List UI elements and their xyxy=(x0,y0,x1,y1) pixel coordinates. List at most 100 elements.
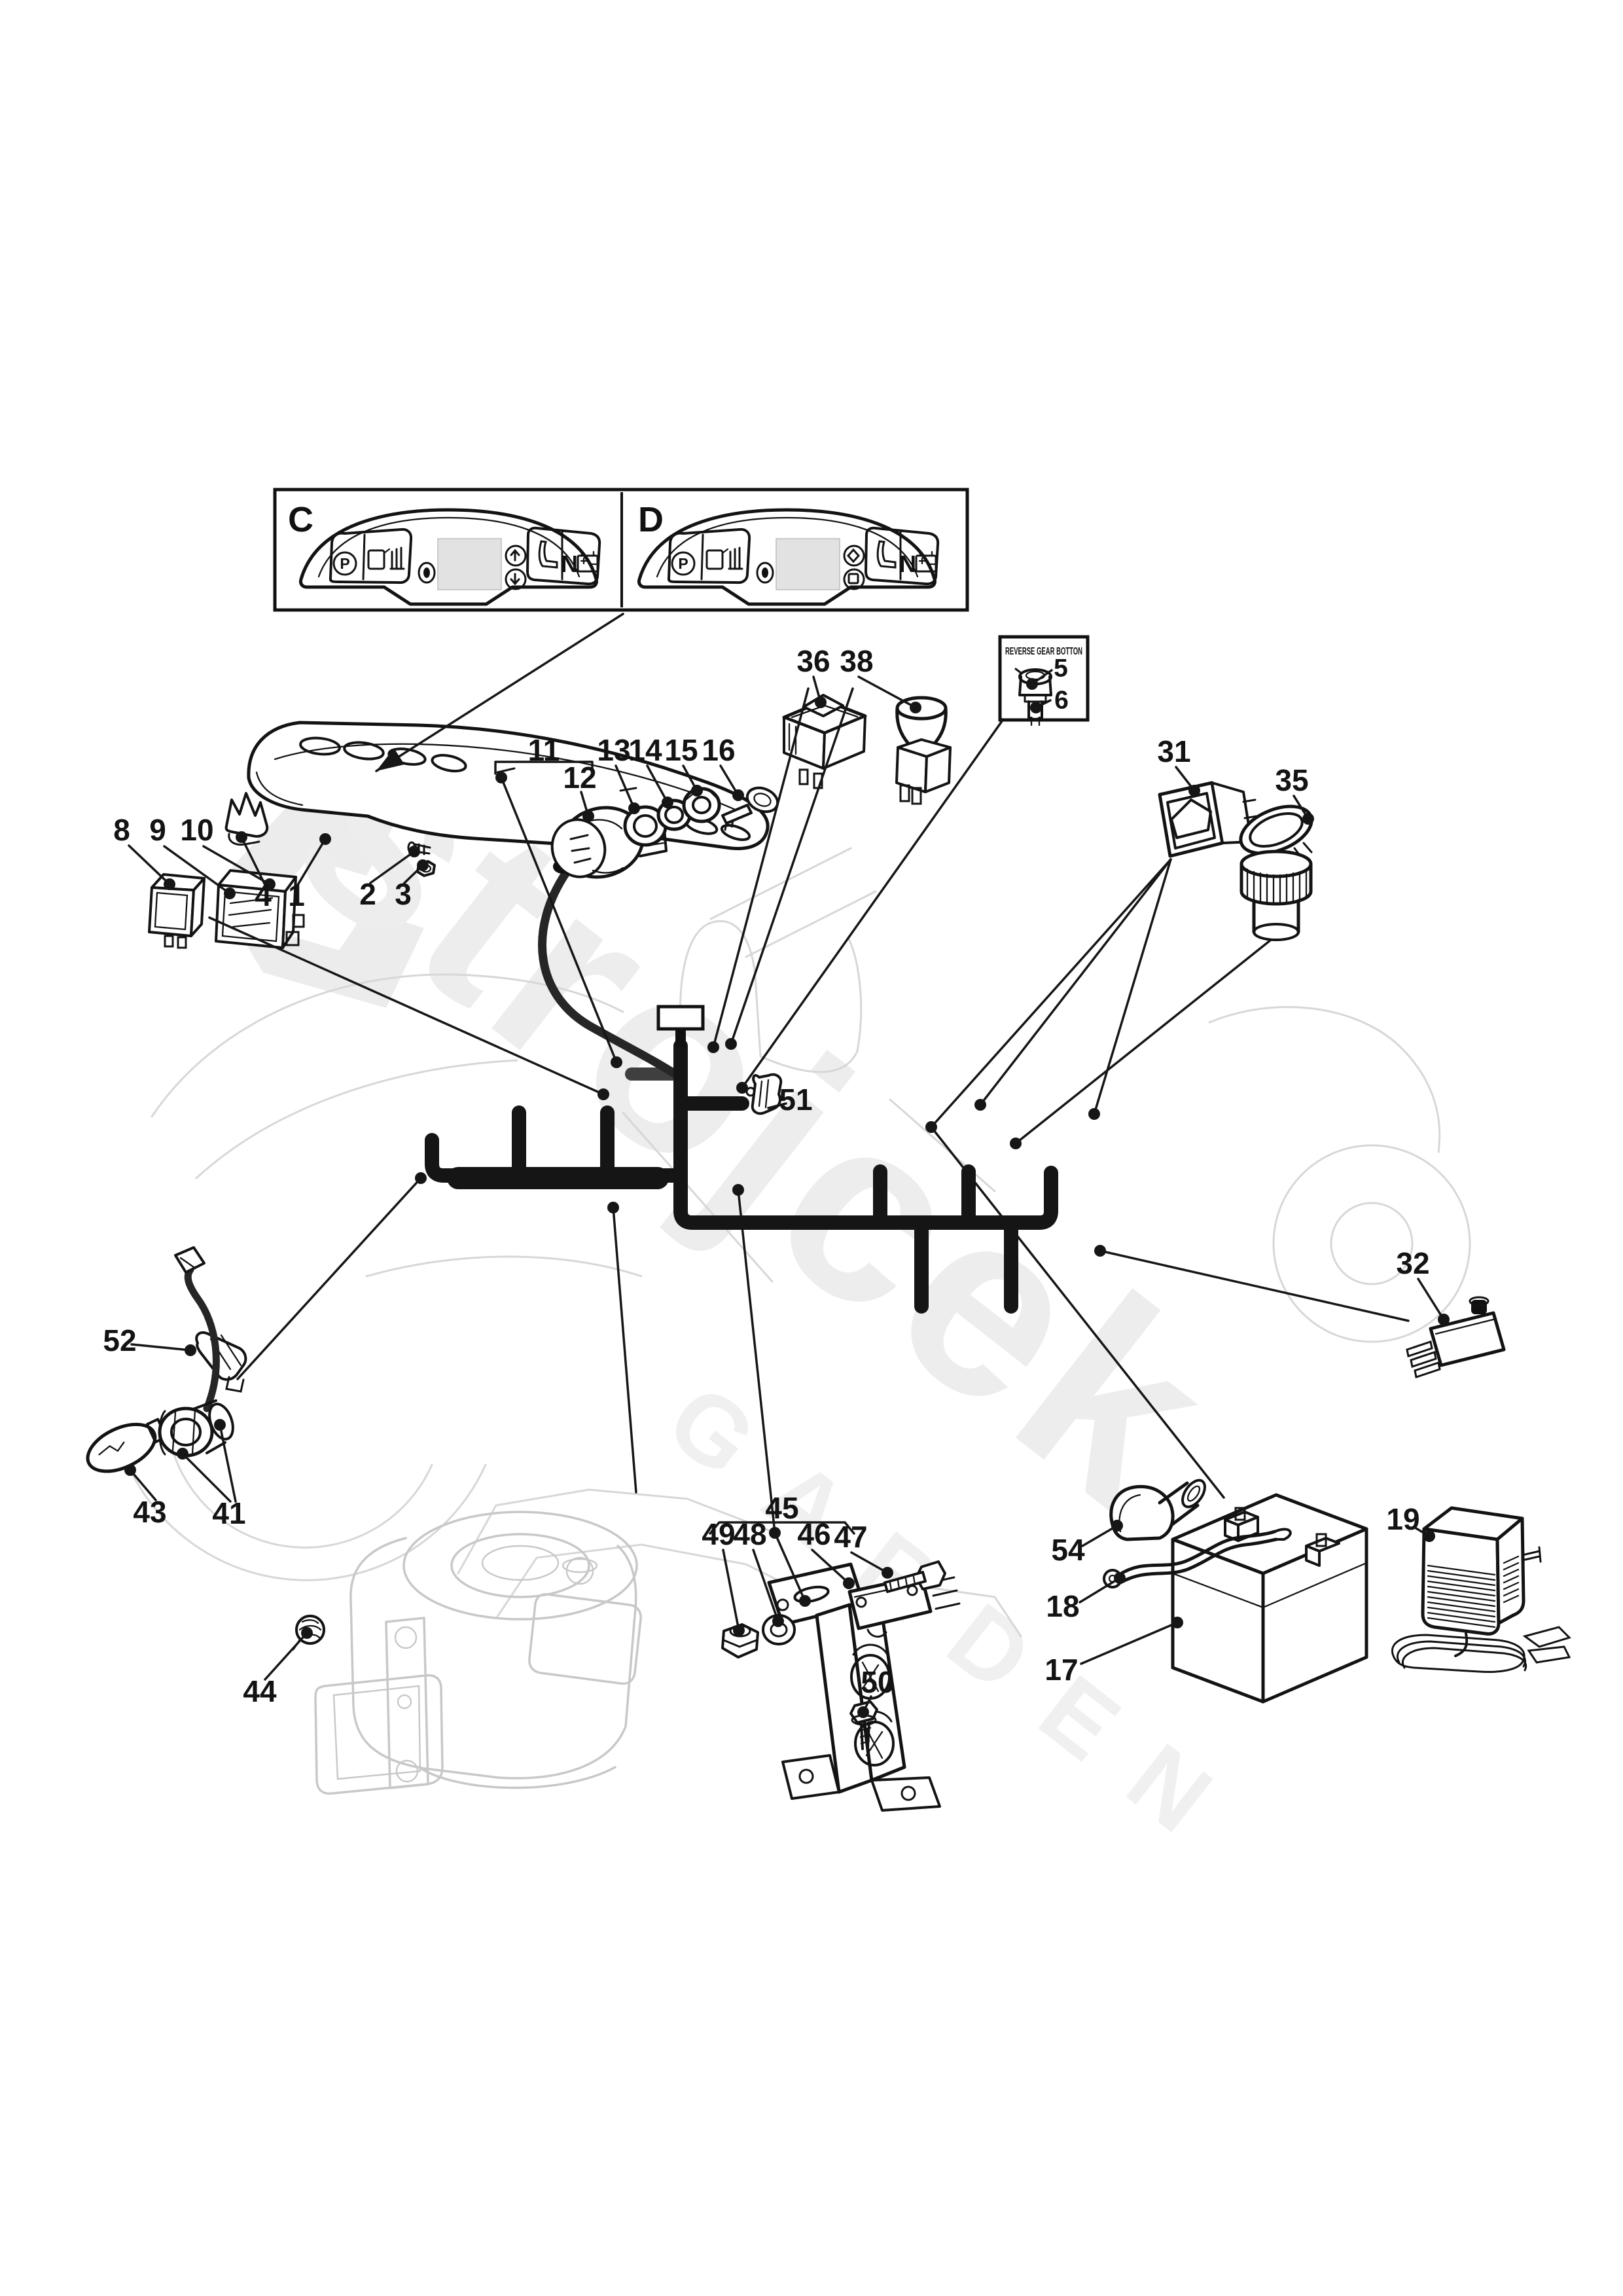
callout-48: 48 xyxy=(733,1517,766,1551)
part-8-switch-drawing xyxy=(148,873,205,949)
callout-8: 8 xyxy=(113,813,130,847)
callout-16: 16 xyxy=(702,733,735,767)
leader-dot xyxy=(707,1041,719,1053)
callout-3: 3 xyxy=(395,877,412,911)
leader-dot xyxy=(1114,1572,1126,1584)
leader-line xyxy=(181,1452,232,1503)
leader-dot xyxy=(732,1184,744,1196)
leader-line xyxy=(375,613,624,772)
leader-line xyxy=(208,916,605,1096)
leader-line xyxy=(264,1632,308,1681)
part-50-screw-drawing xyxy=(849,1700,878,1750)
panel-d-label: D xyxy=(638,500,664,539)
part-51-clip-drawing xyxy=(745,1073,783,1115)
callout-36: 36 xyxy=(796,644,830,678)
part-49-nut-drawing xyxy=(721,1623,759,1659)
leader-dot xyxy=(264,878,276,890)
leader-dot xyxy=(799,1595,811,1607)
callout-50: 50 xyxy=(861,1665,894,1699)
leader-dot xyxy=(495,772,507,783)
leader-dot xyxy=(1030,702,1042,713)
leader-line xyxy=(850,1551,889,1574)
leader-dot xyxy=(1111,1520,1123,1532)
leader-dot xyxy=(236,831,247,843)
leader-dot xyxy=(408,846,420,857)
callout-10: 10 xyxy=(180,813,213,847)
leader-line xyxy=(1080,1621,1179,1665)
leader-line xyxy=(202,845,271,886)
leader-line xyxy=(219,1424,237,1503)
leader-arrowhead xyxy=(376,748,404,771)
leader-line xyxy=(752,1549,779,1623)
panel-c-cluster: P N xyxy=(300,510,599,604)
leader-dot xyxy=(582,810,594,822)
callout-45: 45 xyxy=(765,1491,798,1525)
leader-dot xyxy=(1088,1108,1100,1120)
leader-dot xyxy=(611,1056,622,1068)
leader-line xyxy=(296,838,327,886)
leader-line xyxy=(236,1177,422,1380)
leader-dot xyxy=(662,797,673,808)
leader-dot xyxy=(1438,1314,1450,1325)
callout-13: 13 xyxy=(597,733,630,767)
leader-dot xyxy=(1188,785,1200,797)
part-31-switch-drawing xyxy=(1158,781,1259,858)
watermark-layer: strojcek GARDEN xyxy=(216,677,1268,1881)
callout-14: 14 xyxy=(628,733,662,767)
callout-11: 11 xyxy=(528,733,560,767)
part-12-ignition-switch-drawing xyxy=(550,806,668,879)
part-54-terminal-cap-drawing xyxy=(1109,1479,1206,1541)
leader-line xyxy=(857,675,917,709)
callout-18: 18 xyxy=(1046,1589,1079,1623)
callout-19: 19 xyxy=(1386,1502,1419,1536)
callout-9: 9 xyxy=(149,813,166,847)
leader-line xyxy=(494,761,594,775)
leader-lines xyxy=(124,613,1450,1718)
callout-43: 43 xyxy=(133,1495,166,1529)
panel-c-neutral: N xyxy=(561,550,578,577)
leader-dot xyxy=(857,1706,869,1718)
leader-line xyxy=(1093,858,1172,1115)
leader-dot xyxy=(224,888,236,899)
callout-44: 44 xyxy=(243,1674,277,1708)
leader-dot xyxy=(815,696,827,708)
leader-line xyxy=(1079,1577,1121,1604)
leader-dot xyxy=(725,1038,737,1050)
leader-dot xyxy=(732,789,744,801)
panel-c-label: C xyxy=(288,500,313,539)
leader-dot xyxy=(882,1567,893,1579)
leader-dot xyxy=(1302,813,1314,825)
leader-line xyxy=(712,687,810,1049)
callout-15: 15 xyxy=(664,733,698,767)
leader-dot xyxy=(301,1627,313,1639)
leader-line xyxy=(774,1532,806,1602)
leader-line xyxy=(615,764,635,810)
leader-line xyxy=(500,776,618,1064)
leader-dot xyxy=(417,859,429,871)
leader-dot xyxy=(214,1419,226,1431)
leader-line xyxy=(129,1469,157,1501)
reverse-gear-box-title: REVERSE GEAR BOTTON xyxy=(1005,646,1082,657)
leader-dot xyxy=(974,1099,986,1111)
leader-line xyxy=(741,718,1005,1089)
leader-dot xyxy=(691,785,703,797)
leader-dot xyxy=(164,878,175,890)
callout-17: 17 xyxy=(1044,1653,1078,1687)
leader-dot xyxy=(843,1577,855,1589)
leader-line xyxy=(930,1126,1225,1499)
callout-4: 4 xyxy=(255,878,272,912)
panel-d-neutral: N xyxy=(899,550,916,577)
part-16-key-drawing xyxy=(721,786,779,831)
leader-dot xyxy=(597,1088,609,1100)
callout-41: 41 xyxy=(212,1496,245,1530)
leader-line xyxy=(737,1189,776,1534)
leader-line xyxy=(979,858,1172,1106)
leader-dot xyxy=(1423,1530,1435,1542)
leader-dot xyxy=(1171,1617,1183,1628)
panel-d-parking: P xyxy=(678,555,688,572)
engine-drawing xyxy=(314,1511,642,1795)
leader-dot xyxy=(910,702,921,713)
leader-line xyxy=(767,1102,787,1109)
reverse-gear-box: REVERSE GEAR BOTTON xyxy=(998,635,1090,726)
